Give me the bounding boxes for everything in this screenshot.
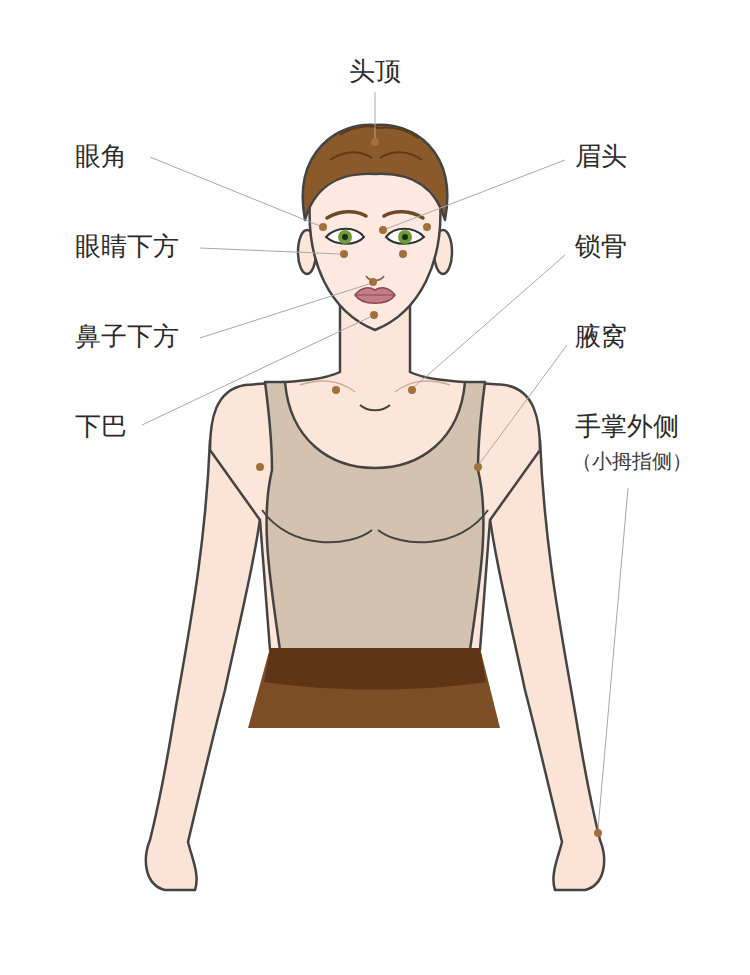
torso [210, 300, 540, 650]
point-dot [379, 226, 387, 234]
bust-line [262, 510, 488, 542]
left-eye [326, 229, 364, 244]
point-dot [408, 386, 416, 394]
left-iris [338, 230, 352, 244]
collarbone-left [300, 381, 355, 392]
leader-line [414, 255, 565, 387]
body-part-label: 眼睛下方 [75, 231, 179, 262]
right-iris [398, 230, 412, 244]
point-dot [423, 223, 431, 231]
label-note: （小拇指侧） [572, 449, 692, 473]
hair-strand [340, 126, 418, 138]
lip-line [356, 294, 394, 295]
collarbone-right [395, 381, 450, 392]
body-part-label: 手掌外侧 [575, 411, 679, 442]
right-eye [386, 229, 424, 244]
point-dot [332, 386, 340, 394]
point-dot [474, 463, 482, 471]
point-dot [340, 250, 348, 258]
leader-line [598, 488, 628, 829]
point-dot [371, 138, 379, 146]
leader-line [150, 157, 320, 226]
tank-top [265, 382, 485, 650]
skirt-band [264, 648, 486, 690]
point-dot [319, 223, 327, 231]
skirt [248, 648, 500, 728]
point-dot [369, 278, 377, 286]
hair-strand [330, 152, 422, 160]
points [256, 138, 602, 837]
body-part-label: 腋窝 [575, 321, 627, 352]
body-part-label: 锁骨 [575, 231, 627, 262]
body-part-label: 头顶 [349, 56, 401, 87]
right-arm [488, 440, 604, 890]
left-arm [146, 440, 262, 890]
body-part-label: 下巴 [75, 411, 127, 442]
body-part-label: 鼻子下方 [75, 321, 179, 352]
right-pupil [402, 234, 408, 240]
point-dot [370, 311, 378, 319]
body-part-label: 眉头 [575, 141, 627, 172]
point-dot [399, 250, 407, 258]
point-dot [256, 463, 264, 471]
hair [303, 125, 447, 220]
leader-line [200, 248, 340, 254]
left-brow [327, 212, 366, 218]
body-part-label: 眼角 [75, 141, 127, 172]
lips [355, 288, 395, 303]
leader-line [480, 345, 567, 463]
leader-line [375, 92, 376, 138]
point-dot [594, 829, 602, 837]
left-pupil [342, 234, 348, 240]
leader-line [386, 160, 565, 229]
sternum-notch [360, 405, 390, 410]
leader-lines [142, 92, 628, 829]
